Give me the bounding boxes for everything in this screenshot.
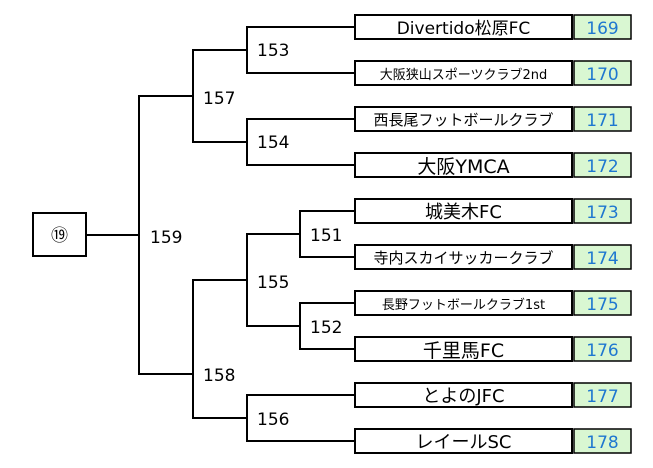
- team-row: Divertido松原FC 169: [354, 14, 632, 40]
- team-number: 169: [586, 19, 618, 39]
- team-number-box: [573, 290, 632, 316]
- team-name: 大阪YMCA: [417, 156, 509, 178]
- match-number: 152: [310, 318, 342, 338]
- team-number: 176: [586, 341, 618, 361]
- team-name-box: [354, 336, 573, 362]
- team-row: 西長尾フットボールクラブ 171: [354, 106, 632, 132]
- team-number: 170: [586, 65, 618, 85]
- team-number: 174: [586, 249, 618, 269]
- team-row: 長野フットボールクラブ1st 175: [354, 290, 632, 316]
- team-name-box: [354, 106, 573, 132]
- match-number: 153: [257, 41, 289, 61]
- bracket-line-158: [192, 279, 247, 419]
- team-name-box: [354, 382, 573, 408]
- team-number: 173: [586, 203, 618, 223]
- team-number-box: [573, 382, 632, 408]
- match-numbers: 153 157 154 159 151 155 152 158 156: [150, 41, 342, 430]
- team-name: 長野フットボールクラブ1st: [382, 297, 545, 313]
- team-name: とよのJFC: [422, 386, 504, 407]
- match-number: 156: [257, 410, 289, 430]
- team-number-box: [573, 244, 632, 270]
- team-name-box: [354, 428, 573, 454]
- team-name-box: [354, 290, 573, 316]
- team-number: 172: [586, 157, 618, 177]
- team-name: 千里馬FC: [423, 340, 504, 362]
- match-number: 158: [203, 366, 235, 386]
- team-name: 西長尾フットボールクラブ: [373, 111, 553, 129]
- match-number: 159: [150, 228, 182, 248]
- team-name-box: [354, 244, 573, 270]
- team-number-box: [573, 106, 632, 132]
- team-name-box: [354, 152, 573, 178]
- match-number: 155: [257, 273, 289, 293]
- team-row: とよのJFC 177: [354, 382, 632, 408]
- team-number-box: [573, 198, 632, 224]
- team-name-box: [354, 60, 573, 86]
- bracket-lines: [86, 26, 355, 442]
- team-name-box: [354, 198, 573, 224]
- team-name: 大阪狭山スポーツクラブ2nd: [380, 67, 548, 83]
- seed-label: ⑲: [51, 226, 68, 246]
- team-list: Divertido松原FC 169 大阪狭山スポーツクラブ2nd 170 西長尾…: [354, 14, 632, 454]
- team-name: 城美木FC: [425, 202, 502, 223]
- team-number: 177: [586, 387, 618, 407]
- team-number-box: [573, 428, 632, 454]
- team-number: 175: [586, 295, 618, 315]
- team-name: 寺内スカイサッカークラブ: [373, 249, 553, 267]
- team-number-box: [573, 60, 632, 86]
- team-number: 178: [586, 433, 618, 453]
- seed-box: [32, 212, 87, 257]
- match-number: 151: [310, 226, 342, 246]
- team-row: レイールSC 178: [354, 428, 632, 454]
- match-number: 154: [257, 133, 289, 153]
- team-row: 寺内スカイサッカークラブ 174: [354, 244, 632, 270]
- team-number-box: [573, 14, 632, 40]
- team-name: Divertido松原FC: [397, 19, 531, 39]
- team-number: 171: [586, 111, 618, 131]
- team-row: 千里馬FC 176: [354, 336, 632, 362]
- team-name: レイールSC: [416, 432, 512, 453]
- team-number-box: [573, 152, 632, 178]
- match-number: 157: [203, 89, 235, 109]
- team-number-box: [573, 336, 632, 362]
- team-name-box: [354, 14, 573, 40]
- team-row: 大阪YMCA 172: [354, 152, 632, 178]
- team-row: 城美木FC 173: [354, 198, 632, 224]
- team-row: 大阪狭山スポーツクラブ2nd 170: [354, 60, 632, 86]
